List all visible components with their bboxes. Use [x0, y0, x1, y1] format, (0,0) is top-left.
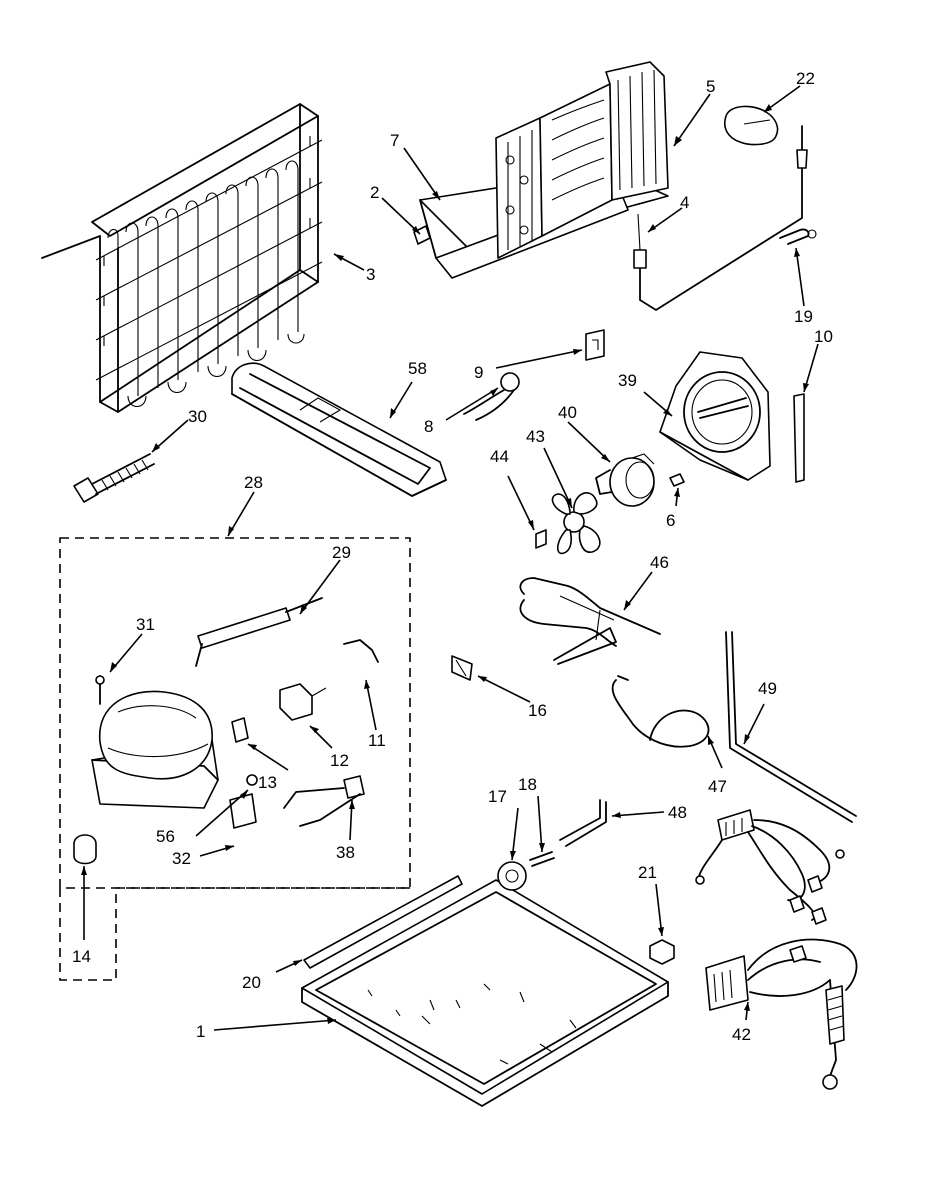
blade-clip [535, 529, 547, 549]
terminal-cover [724, 105, 779, 146]
defrost-heater-assembly [413, 61, 669, 279]
drain-tube [793, 393, 805, 483]
callout-17: 17 [488, 787, 507, 806]
callout-31: 31 [136, 615, 155, 634]
thermostat-wire [633, 125, 808, 311]
callout-14: 14 [72, 947, 91, 966]
callout-40: 40 [558, 403, 577, 422]
callout-2: 2 [370, 183, 379, 202]
compressor [91, 675, 219, 809]
fan-motor [595, 453, 655, 507]
overload [231, 717, 249, 743]
callout-6: 6 [666, 511, 675, 530]
callout-21: 21 [638, 863, 657, 882]
callout-4: 4 [680, 193, 689, 212]
callout-20: 20 [242, 973, 261, 992]
callout-11: 11 [368, 731, 386, 750]
callout-18: 18 [518, 775, 537, 794]
callout-58: 58 [408, 359, 427, 378]
fan-shroud [659, 351, 771, 481]
screw [669, 473, 685, 487]
clip [779, 228, 810, 245]
callout-44: 44 [490, 447, 509, 466]
wiring-harness [695, 809, 858, 1090]
callout-8: 8 [424, 417, 433, 436]
tube-clip [451, 655, 473, 681]
callout-12: 12 [330, 751, 349, 770]
callout-38: 38 [336, 843, 355, 862]
evaporator-coil [41, 103, 323, 413]
rail [303, 875, 463, 969]
callout-22: 22 [796, 69, 815, 88]
drain-trough [231, 362, 447, 497]
callout-1: 1 [196, 1022, 205, 1041]
wire-clip [343, 639, 379, 663]
callout-56: 56 [156, 827, 175, 846]
fan-blade [551, 492, 601, 555]
callout-43: 43 [526, 427, 545, 446]
long-screw [73, 453, 155, 503]
short-tube [559, 799, 607, 847]
grommet [463, 372, 520, 421]
callout-13: 13 [258, 773, 277, 792]
callout-3: 3 [366, 265, 375, 284]
callout-48: 48 [668, 803, 687, 822]
drier-filter [195, 597, 323, 667]
callout-9: 9 [474, 363, 483, 382]
roller [497, 851, 555, 891]
connecting-tube [611, 679, 710, 748]
capacitor [229, 793, 257, 829]
callout-10: 10 [814, 327, 833, 346]
leveling-nut [649, 939, 675, 965]
callout-32: 32 [172, 849, 191, 868]
compressor-assembly-boundary [59, 537, 411, 889]
callout-46: 46 [650, 553, 669, 572]
callout-47: 47 [708, 777, 727, 796]
callout-28: 28 [244, 473, 263, 492]
connector [343, 775, 365, 799]
callout-19: 19 [794, 307, 813, 326]
relay [279, 683, 313, 721]
bracket [585, 329, 605, 361]
callout-29: 29 [332, 543, 351, 562]
callout-30: 30 [188, 407, 207, 426]
callout-7: 7 [390, 131, 399, 150]
long-tube [725, 631, 857, 823]
callout-5: 5 [706, 77, 715, 96]
leader-lines [81, 85, 819, 1031]
condenser-tube [519, 577, 661, 665]
callout-labels: 1 2 3 4 5 6 7 8 9 10 11 12 13 14 16 17 1… [72, 69, 833, 1044]
base-pan [301, 879, 669, 1107]
callout-42: 42 [732, 1025, 751, 1044]
grommet-foot [73, 834, 97, 865]
callout-16: 16 [528, 701, 547, 720]
callout-49: 49 [758, 679, 777, 698]
callout-39: 39 [618, 371, 637, 390]
